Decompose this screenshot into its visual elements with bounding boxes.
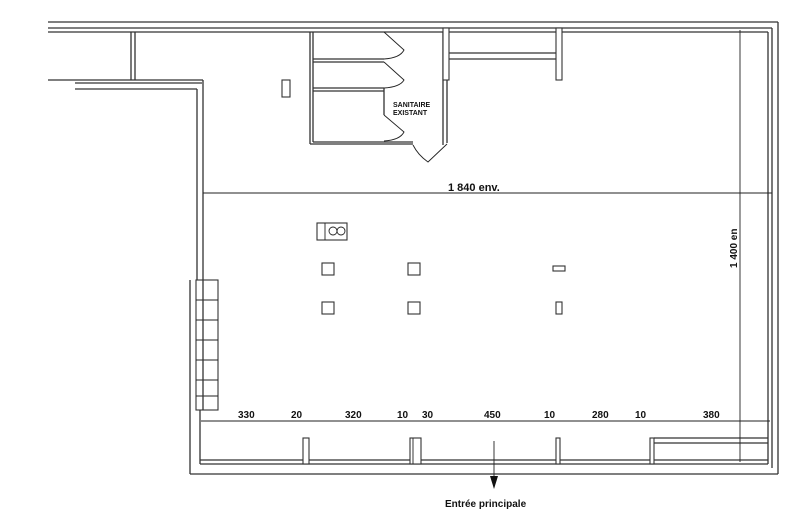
height-dimension-label: 1 400 en — [729, 229, 740, 268]
columns — [316, 222, 566, 315]
width-dimension-label: 1 840 env. — [448, 182, 500, 194]
dimension-330: 330 — [238, 410, 255, 421]
height-dimension: 1 400 en — [729, 30, 741, 462]
dimension-450: 450 — [484, 410, 501, 421]
dimension-10-a: 10 — [397, 410, 409, 421]
staircase — [195, 279, 219, 411]
sanitary-room-label-2: EXISTANT — [393, 110, 428, 117]
facade-dimension-line: 330 20 320 10 30 450 10 280 10 380 — [201, 410, 770, 422]
main-entrance-label: Entrée principale — [445, 499, 527, 510]
dimension-320: 320 — [345, 410, 362, 421]
dimension-30: 30 — [422, 410, 434, 421]
dimension-280: 280 — [592, 410, 609, 421]
exterior-walls — [48, 21, 779, 475]
dimension-10-b: 10 — [544, 410, 556, 421]
dimension-20: 20 — [291, 410, 303, 421]
sanitary-room-label: SANITAIRE — [393, 102, 431, 109]
facade-piers — [302, 437, 768, 465]
sanitary-block: SANITAIRE EXISTANT — [309, 31, 448, 163]
main-entrance-arrow — [490, 441, 498, 489]
top-niche — [281, 27, 563, 98]
dimension-10-c: 10 — [635, 410, 647, 421]
dimension-380: 380 — [703, 410, 720, 421]
width-dimension: 1 840 env. — [203, 182, 772, 194]
